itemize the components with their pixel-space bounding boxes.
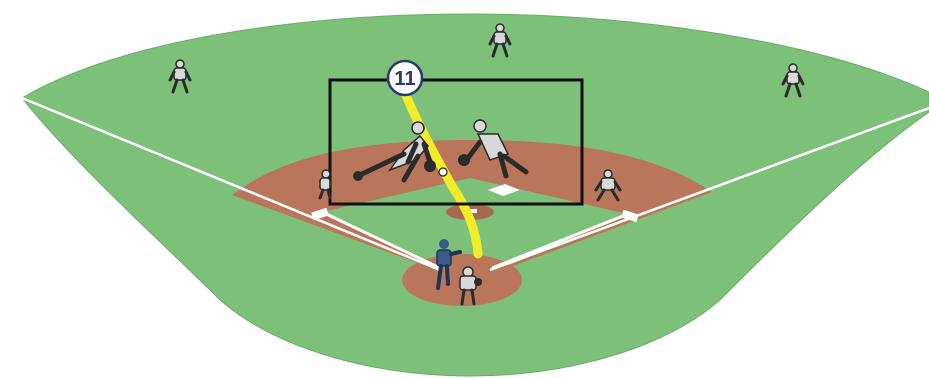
- play-number-badge: 11: [388, 61, 422, 95]
- play-number-text: 11: [394, 68, 415, 90]
- ball: [439, 168, 447, 176]
